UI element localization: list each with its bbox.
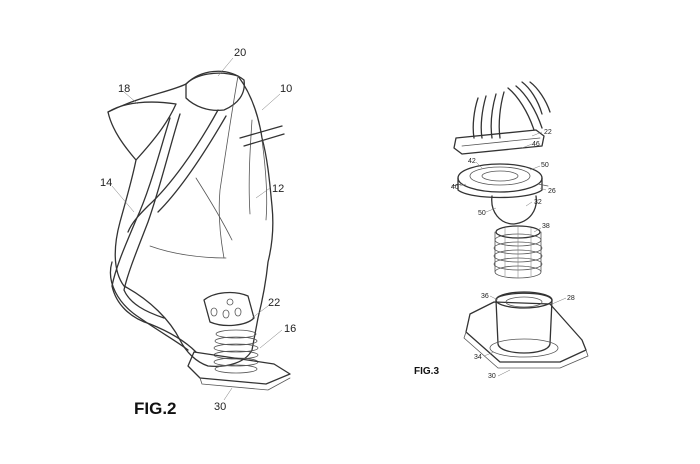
fig3-ref-40: 40 xyxy=(451,184,459,191)
fig2-top-collar xyxy=(185,70,245,112)
fig3-ref-32: 32 xyxy=(534,199,542,206)
fig2-strap xyxy=(111,117,197,353)
fig3-ball xyxy=(491,195,537,225)
fig3-ref-38: 38 xyxy=(542,223,550,230)
fig3-ref-30: 30 xyxy=(488,373,496,380)
fig2-leader-lines xyxy=(111,57,283,401)
fig2-side-band xyxy=(218,75,239,259)
fig3-drawing xyxy=(451,81,589,377)
fig3-ref-22: 22 xyxy=(544,129,552,136)
fig2-flap xyxy=(107,101,177,161)
fig3-ref-36: 36 xyxy=(481,293,489,300)
fig2-drawing xyxy=(107,57,291,401)
fig3-spring xyxy=(493,225,543,279)
fig3-base xyxy=(463,291,589,369)
fig3-ref-50-top: 50 xyxy=(541,162,549,169)
fig3-ref-26: 26 xyxy=(548,188,556,195)
fig3-ring-assembly xyxy=(451,163,549,199)
fig2-base-plate xyxy=(187,351,291,385)
fig2-caption: FIG.2 xyxy=(134,399,177,418)
fig2-ref-18: 18 xyxy=(118,83,130,95)
fig3-caption: FIG.3 xyxy=(414,366,439,377)
fig2-ref-14: 14 xyxy=(100,177,112,189)
fig3-ref-50-bottom: 50 xyxy=(478,210,486,217)
fig2-strap-tab xyxy=(239,125,285,147)
fig2-connector xyxy=(203,291,255,327)
fig3-ref-34: 34 xyxy=(474,354,482,361)
fig3-ref-28: 28 xyxy=(567,295,575,302)
fig2-ref-20: 20 xyxy=(234,47,246,59)
fig3-ref-42: 42 xyxy=(468,158,476,165)
fig3-top-fitting xyxy=(453,81,551,155)
fig2-ref-16: 16 xyxy=(284,323,296,335)
fig2-ref-12: 12 xyxy=(272,183,284,195)
fig3-ref-46: 46 xyxy=(532,141,540,148)
fig2-ref-30: 30 xyxy=(214,401,226,413)
fig2-ref-10: 10 xyxy=(280,83,292,95)
fig3-leader-lines xyxy=(459,131,567,377)
fig2-ref-22: 22 xyxy=(268,297,280,309)
